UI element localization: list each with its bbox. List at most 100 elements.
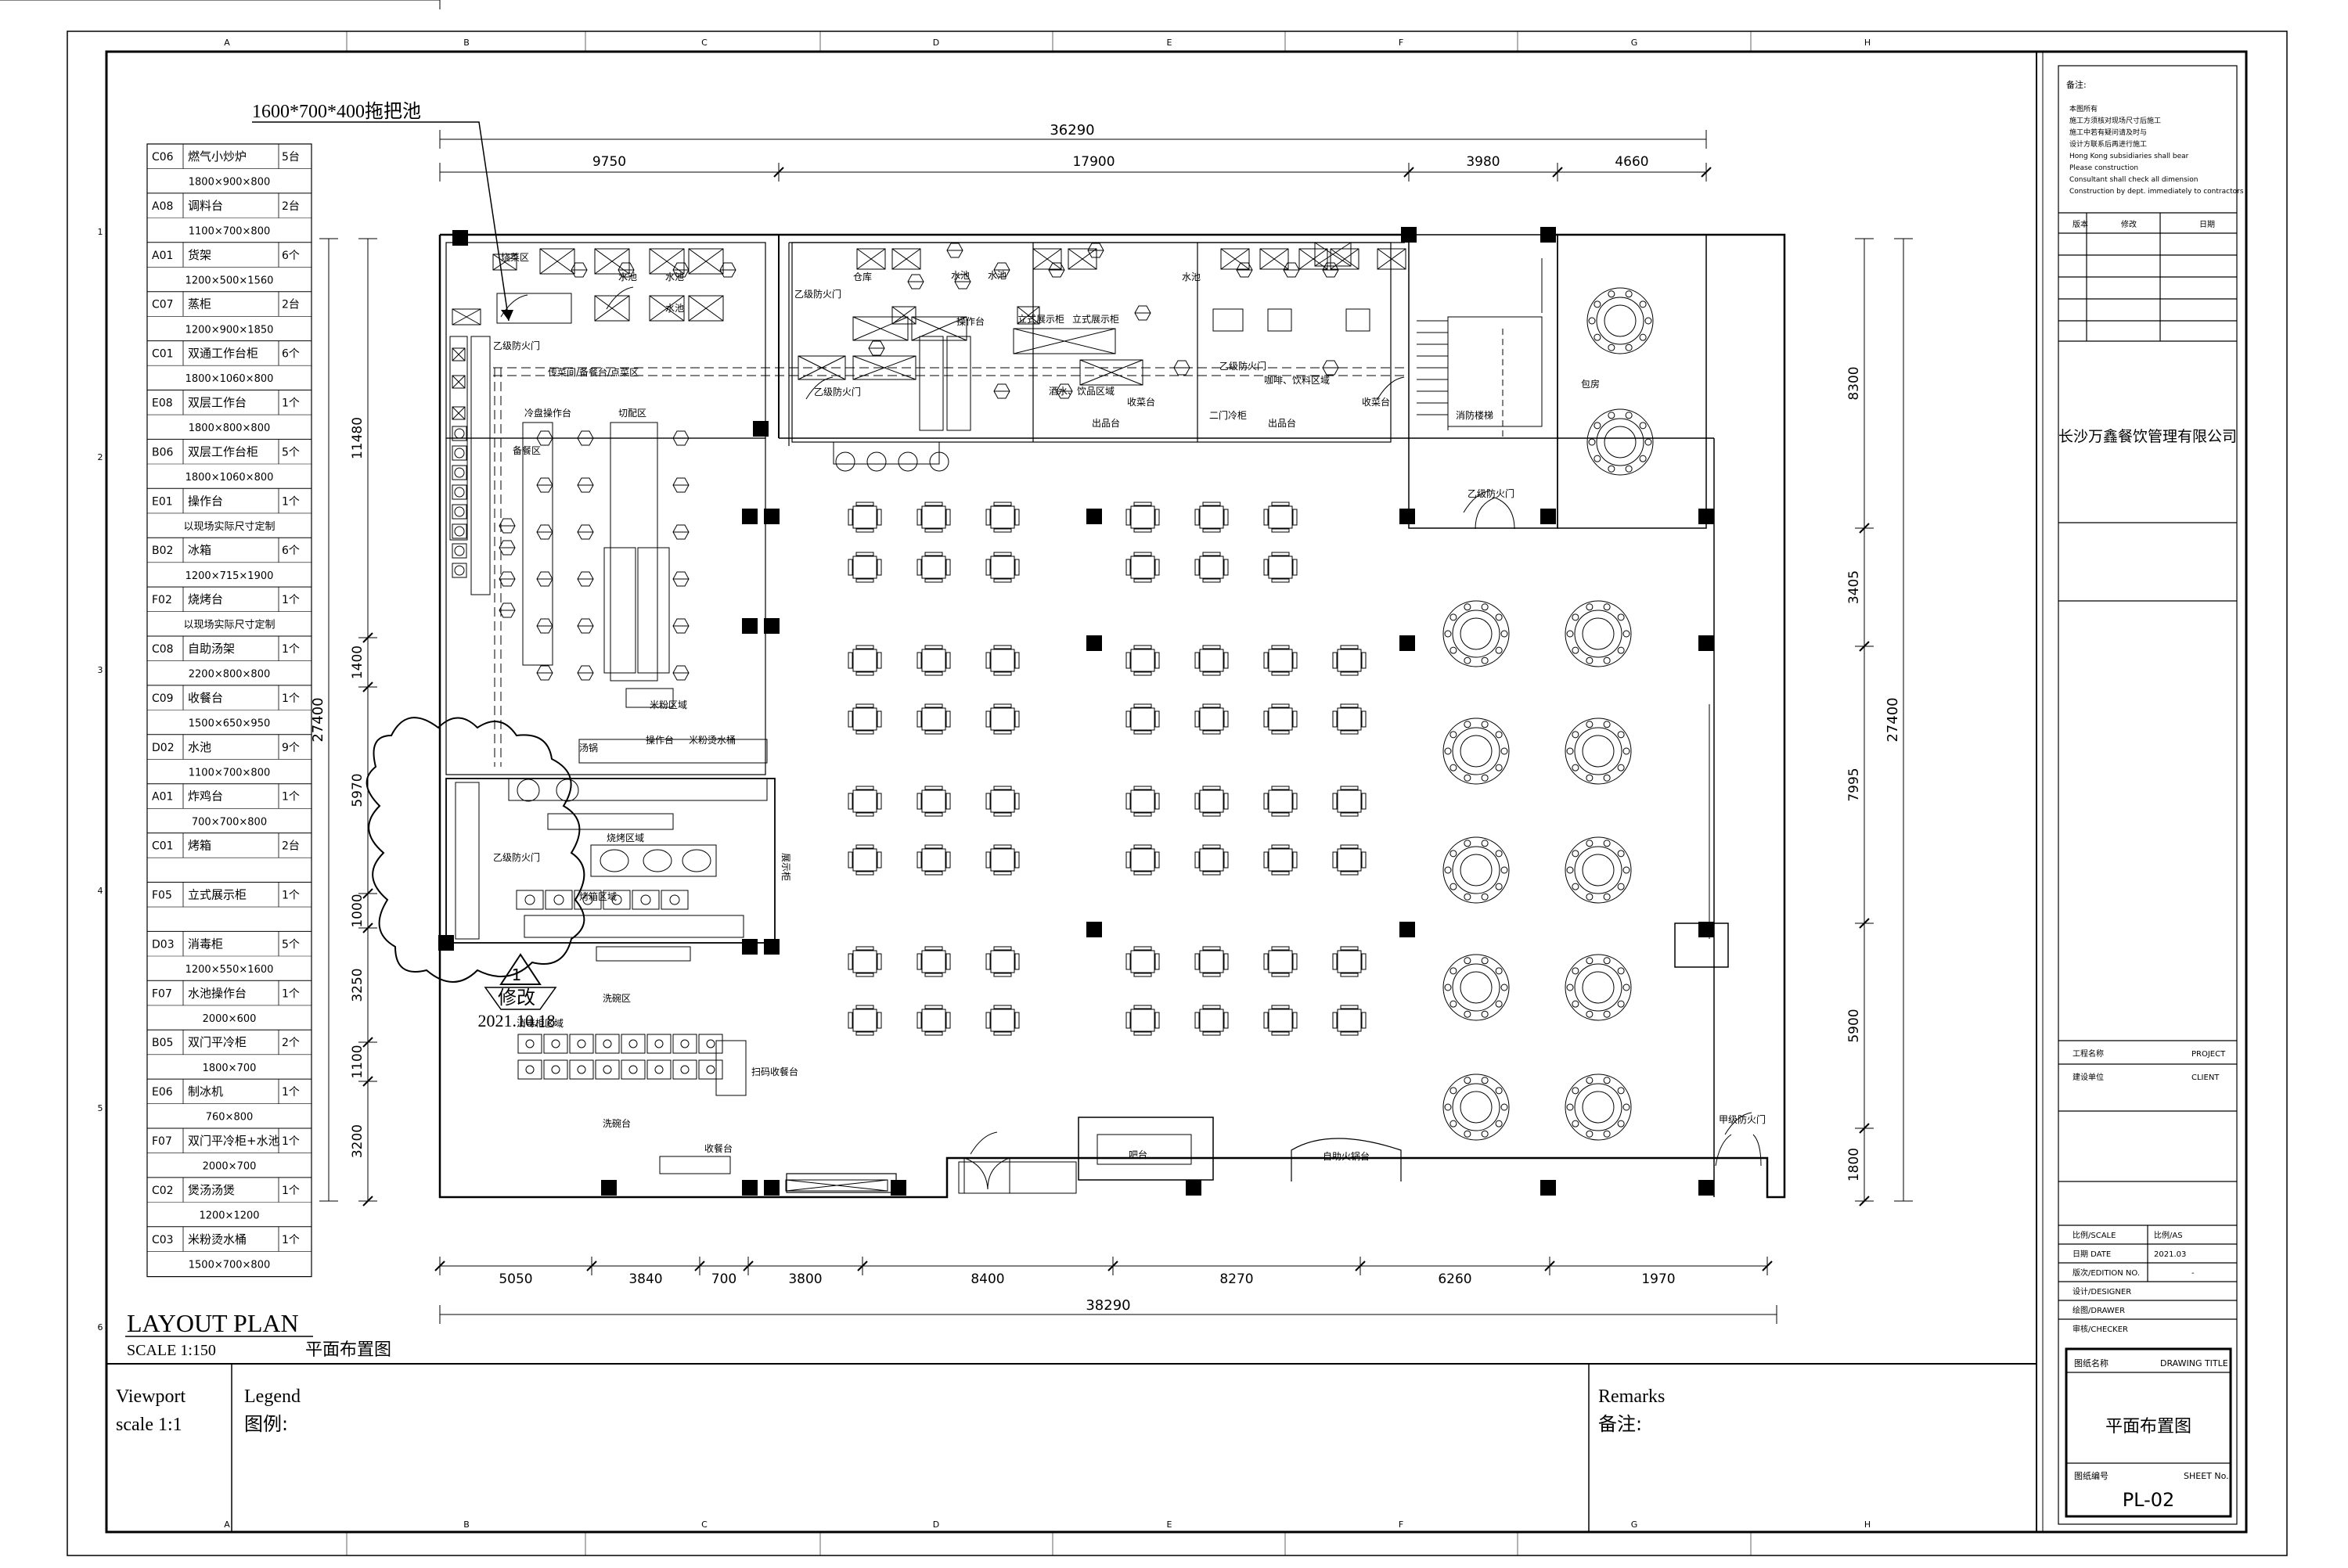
equipment-block	[891, 306, 917, 325]
equipment-block	[1013, 328, 1116, 354]
equipment-block	[1017, 306, 1040, 325]
stool	[499, 602, 516, 618]
equipment-qty: 2台	[282, 299, 300, 311]
equipment-qty: 1个	[282, 692, 300, 705]
note-line: 设计方联系后再进行施工	[2069, 139, 2147, 149]
equipment-block	[688, 248, 724, 275]
equipment-block	[1220, 248, 1250, 270]
column	[891, 1180, 906, 1196]
square-table	[1194, 645, 1229, 676]
room-label: 切配区	[618, 408, 646, 419]
grid-col-top: H	[1864, 38, 1871, 48]
note-line: Consultant shall check all dimension	[2069, 176, 2199, 184]
equipment-block	[621, 1059, 646, 1080]
grid-row-label: 5	[98, 1103, 103, 1113]
titleblock-text: 图纸编号	[2074, 1470, 2109, 1481]
equipment-block	[1314, 242, 1352, 267]
equipment-block	[891, 248, 921, 270]
equipment-code: C03	[152, 1234, 174, 1246]
equipment-size: 1800×800×800	[189, 423, 271, 434]
equipment-block	[621, 1034, 646, 1054]
room-label: 烧烤区域	[607, 832, 644, 843]
equipment-size: 以现场实际尺寸定制	[183, 620, 275, 631]
square-table	[985, 645, 1020, 676]
equipment-block	[452, 543, 467, 559]
note-line: 施工中若有疑问请及时与	[2069, 128, 2147, 137]
dimension-total-bottom: 38290	[1086, 1297, 1130, 1314]
room-label: 扫码收餐台	[751, 1066, 798, 1077]
square-table	[917, 946, 951, 977]
room-label: 传菜间/备餐台/点菜区	[548, 366, 639, 378]
equipment-block	[672, 1059, 697, 1080]
stool	[577, 524, 594, 540]
stool	[672, 477, 690, 493]
square-table	[1125, 645, 1160, 676]
room-label: 乙级防火门	[1468, 487, 1514, 499]
square-table	[848, 1005, 882, 1036]
stool	[1087, 243, 1104, 258]
revision-date: 2021.10.18	[478, 1011, 556, 1030]
equipment-size: 1100×700×800	[189, 226, 271, 238]
square-table	[917, 645, 951, 676]
room-label: 米粉区域	[650, 699, 687, 710]
stool	[577, 571, 594, 587]
square-table	[848, 502, 882, 533]
grid-col-top: C	[701, 38, 708, 48]
square-table	[1332, 844, 1367, 876]
room-label: 汤锅	[579, 742, 598, 753]
dimension-label: 8400	[971, 1271, 1004, 1287]
stool	[499, 571, 516, 587]
square-table	[1263, 946, 1298, 977]
square-table	[1194, 502, 1229, 533]
room-label: 水池	[665, 272, 684, 282]
viewport-label: Viewport	[116, 1386, 186, 1407]
round-table	[1442, 954, 1510, 1021]
square-table	[917, 786, 951, 817]
equipment-block	[852, 316, 909, 341]
equipment-size: 2200×800×800	[189, 669, 271, 681]
stool	[672, 430, 690, 446]
dimension-label: 1000	[350, 894, 366, 927]
grid-row-label: 1	[98, 227, 103, 237]
equipment-block	[452, 406, 466, 420]
equipment-qty: 2台	[282, 200, 300, 213]
equipment-code: C01	[152, 840, 174, 853]
equipment-name: 蒸柜	[188, 297, 211, 311]
equipment-block	[492, 254, 517, 271]
titleblock-text: 图纸名称	[2074, 1358, 2109, 1368]
equipment-size: 760×800	[206, 1112, 254, 1124]
room-label: 消防楼梯	[1456, 409, 1493, 421]
dimension-label: 4660	[1615, 154, 1648, 170]
grid-col-top: E	[1167, 38, 1172, 48]
equipment-block	[590, 844, 717, 877]
dining-area	[848, 287, 1654, 1141]
stool	[536, 618, 553, 634]
square-table	[985, 1005, 1020, 1036]
square-table	[1263, 645, 1298, 676]
equipment-block	[1212, 308, 1244, 332]
stool	[993, 383, 1010, 399]
room-label: 吧台	[1129, 1149, 1147, 1160]
dimension-label: 700	[711, 1271, 736, 1287]
equipment-qty: 9个	[282, 742, 300, 754]
square-table	[1332, 786, 1367, 817]
stool	[536, 430, 553, 446]
square-table	[848, 786, 882, 817]
column	[1086, 635, 1102, 651]
equipment-block	[455, 782, 480, 940]
square-table	[985, 786, 1020, 817]
column	[1698, 509, 1714, 524]
square-table	[1125, 946, 1160, 977]
titleblock-text: 版本	[2073, 219, 2088, 229]
equipment-size: 1800×1060×800	[185, 373, 274, 385]
remarks-label: Remarks	[1598, 1386, 1665, 1407]
